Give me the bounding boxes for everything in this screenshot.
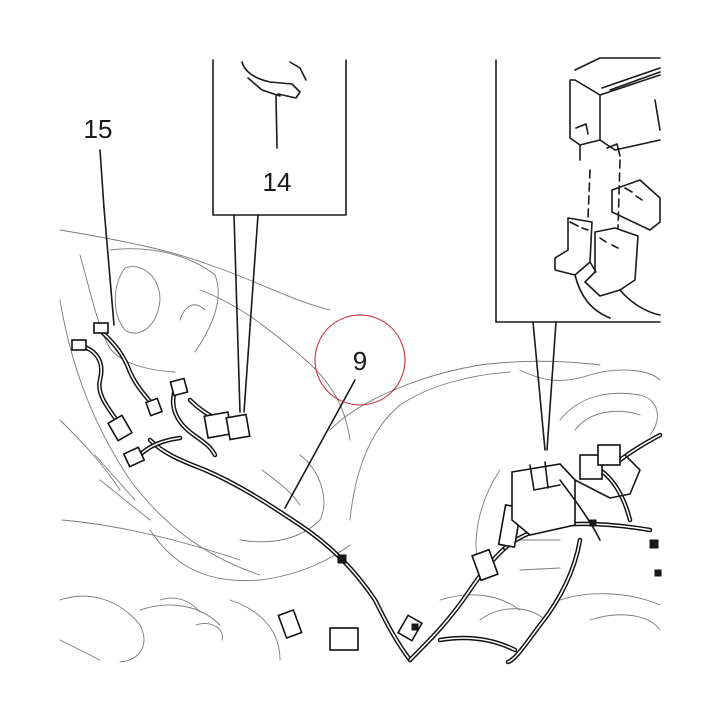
inset-panel-relays xyxy=(495,57,661,451)
callout-label-15: 15 xyxy=(84,114,113,144)
leader-15 xyxy=(99,149,115,326)
connector-9j xyxy=(579,454,603,480)
clip-9b xyxy=(411,623,419,631)
connector-9e xyxy=(329,627,359,651)
callout-label-9: 9 xyxy=(353,346,367,376)
leader-9 xyxy=(284,379,356,509)
connector-9c xyxy=(225,413,251,441)
callout-label-14: 14 xyxy=(263,167,292,197)
connector-9a xyxy=(169,377,189,397)
motorcycle-body-outline xyxy=(59,229,661,663)
inset-panel-14 xyxy=(212,59,347,413)
harness-9 xyxy=(122,377,663,665)
connector-15c xyxy=(144,397,164,417)
connector-15b xyxy=(71,339,87,351)
callout-highlight-circle xyxy=(314,314,406,406)
connector-9k xyxy=(597,444,621,466)
connector-9g xyxy=(396,614,424,642)
leader-lines xyxy=(99,149,356,509)
harness-15 xyxy=(71,322,164,442)
connector-9h xyxy=(471,548,499,582)
connector-9d xyxy=(122,446,146,468)
connector-9f xyxy=(277,608,303,640)
connector-15d xyxy=(106,414,134,442)
clip-9a xyxy=(337,554,347,564)
relay-block xyxy=(511,463,576,536)
connector-15a xyxy=(93,322,109,334)
